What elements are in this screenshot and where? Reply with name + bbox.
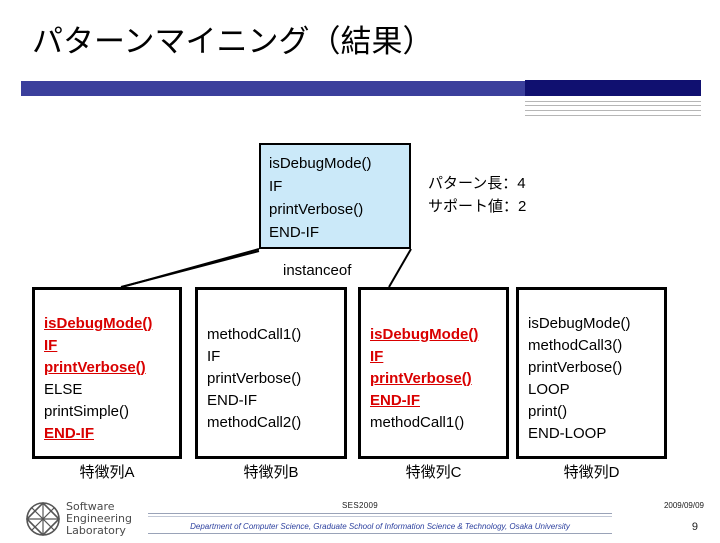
- lab-logo-line2: Engineering: [66, 512, 132, 525]
- footer-rule-top: [148, 513, 612, 514]
- sequence-code-d: isDebugMode() methodCall3() printVerbose()…: [528, 313, 631, 445]
- code-line: printSimple(): [44, 403, 130, 420]
- code-line: END-IF: [269, 224, 319, 241]
- sequence-label-c: 特徴列C: [405, 464, 462, 481]
- title-rule-right: [525, 80, 701, 96]
- sequence-code-c: isDebugMode() IF printVerbose() END-IF metho…: [370, 324, 478, 434]
- title-hairline-2: [525, 105, 701, 106]
- lab-logo-line1: Software: [66, 500, 115, 513]
- code-line: printVerbose(): [207, 370, 302, 387]
- code-line: LOOP: [528, 381, 570, 398]
- code-line: printVerbose(): [528, 359, 623, 376]
- code-line: methodCall1(): [207, 326, 302, 343]
- lab-logo: Software Engineering Laboratory: [24, 500, 144, 538]
- code-line: print(): [528, 403, 568, 420]
- footer-date: 2009/09/09: [663, 501, 704, 510]
- code-line: isDebugMode(): [269, 155, 372, 172]
- title-rule-left: [21, 81, 525, 96]
- code-line: printVerbose(): [370, 370, 472, 387]
- code-line: ELSE: [44, 381, 83, 398]
- lab-logo-line3: Laboratory: [66, 524, 126, 537]
- lab-logo-text: Software Engineering Laboratory: [66, 501, 132, 537]
- sequence-label-d: 特徴列D: [563, 464, 620, 481]
- code-line: END-IF: [44, 425, 94, 442]
- pattern-support-label: サポート値：2: [428, 198, 527, 215]
- code-line: methodCall2(): [207, 414, 302, 431]
- code-line: methodCall3(): [528, 337, 623, 354]
- instanceof-label: instanceof: [283, 262, 352, 279]
- code-line: printVerbose(): [44, 359, 146, 376]
- code-line: isDebugMode(): [370, 326, 479, 343]
- title-hairline-1: [525, 101, 701, 102]
- sequence-label-a: 特徴列A: [79, 464, 135, 481]
- sequence-box-b: methodCall1() IF printVerbose() END-IF metho…: [195, 287, 347, 459]
- title-hairline-3: [525, 110, 701, 111]
- code-line: isDebugMode(): [528, 315, 631, 332]
- mined-pattern-box: isDebugMode() IF printVerbose() END-IF: [259, 143, 411, 249]
- pattern-length-label: パターン長：4: [428, 175, 526, 192]
- code-line: methodCall1(): [370, 414, 465, 431]
- sequence-box-a: isDebugMode() IF printVerbose() ELSE printSi…: [32, 287, 182, 459]
- title-hairline-4: [525, 115, 701, 116]
- code-line: IF: [207, 348, 221, 365]
- code-line: END-IF: [207, 392, 257, 409]
- code-line: isDebugMode(): [44, 315, 153, 332]
- footer-rule-bottom: [148, 533, 612, 534]
- page-number: 9: [691, 521, 698, 533]
- footer-rule-mid: [148, 516, 612, 517]
- code-line: END-IF: [370, 392, 420, 409]
- footer-conference: SES2009: [342, 501, 378, 510]
- code-line: IF: [370, 348, 384, 365]
- sequence-box-d: isDebugMode() methodCall3() printVerbose()…: [516, 287, 667, 459]
- pattern-metrics: パターン長：4 サポート値：2: [428, 172, 526, 218]
- page-title: パターンマイニング（結果）: [32, 24, 434, 59]
- mined-pattern-code: isDebugMode() IF printVerbose() END-IF: [269, 152, 372, 244]
- code-line: IF: [269, 178, 283, 195]
- lab-logo-mark: [25, 501, 61, 537]
- footer-department: Department of Computer Science, Graduate…: [190, 522, 570, 531]
- code-line: printVerbose(): [269, 201, 364, 218]
- sequence-label-b: 特徴列B: [243, 464, 299, 481]
- sequence-code-a: isDebugMode() IF printVerbose() ELSE printSi…: [44, 313, 152, 445]
- sequence-code-b: methodCall1() IF printVerbose() END-IF metho…: [207, 324, 301, 434]
- sequence-box-c: isDebugMode() IF printVerbose() END-IF metho…: [358, 287, 509, 459]
- code-line: IF: [44, 337, 58, 354]
- code-line: END-LOOP: [528, 425, 607, 442]
